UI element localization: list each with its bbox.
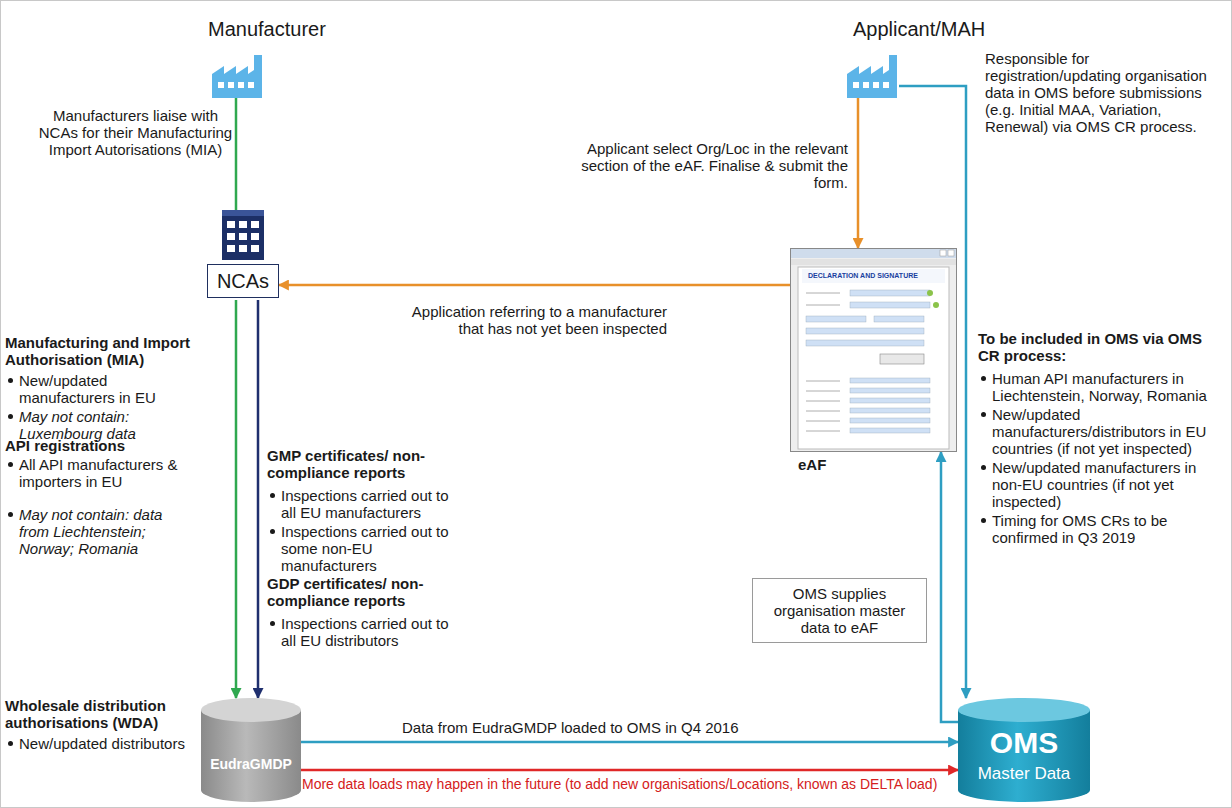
connector [235, 98, 238, 210]
database-cylinder: EudraGMDP [201, 698, 301, 802]
bullet-dot [8, 378, 13, 383]
bullet-item: Inspections carried out to some non-EU m… [267, 523, 452, 574]
bullet-dot [8, 414, 13, 419]
connector [301, 769, 958, 772]
heading: Manufacturer [208, 18, 326, 41]
section-heading: GMP certificates/ non-compliance reports [267, 447, 457, 481]
section-heading: API registrations [5, 437, 200, 454]
manufacturer-icon-shape [210, 52, 264, 98]
bullet-item: Timing for OMS CRs to be confirmed in Q3… [978, 512, 1218, 546]
form-heading: DECLARATION AND SIGNATURE [808, 272, 948, 280]
note-text: Responsible for registration/updating or… [985, 50, 1210, 135]
note-box: OMS supplies organisation master data to… [752, 578, 927, 643]
connector [941, 452, 958, 722]
section-heading: Wholesale distribution authorisations (W… [5, 697, 200, 731]
connector-label: Data from EudraGMDP loaded to OMS in Q4 … [402, 719, 782, 736]
bullet-item: May not contain: data from Liechtenstein… [5, 506, 195, 557]
connector-label: More data loads may happen in the future… [302, 776, 954, 792]
note-text: OMS supplies organisation master data to… [761, 585, 918, 636]
bullet-item: New/updated manufacturers in EU [5, 372, 200, 406]
connector [857, 98, 860, 248]
section-heading: GDP certificates/ non-compliance reports [267, 575, 457, 609]
connector [301, 741, 958, 744]
node-label: OMS [958, 726, 1090, 760]
applicant-icon: Applicant/MAH [845, 52, 899, 98]
nca-building: NCAs [207, 210, 279, 300]
connector [235, 300, 238, 698]
bullet-dot [270, 529, 275, 534]
node-label: EudraGMDP [201, 756, 301, 772]
note-text: Applicant select Org/Loc in the relevant… [560, 140, 848, 191]
bullet-dot [8, 512, 13, 517]
manufacturer-icon: Manufacturer [210, 52, 264, 98]
bullet-item: Inspections carried out to all EU manufa… [267, 487, 452, 521]
bullet-item: New/updated distributors [5, 735, 195, 752]
database-cylinder: OMS Master Data [958, 698, 1090, 802]
connector [279, 284, 790, 287]
bullet-dot [981, 412, 986, 417]
bullet-dot [981, 518, 986, 523]
applicant-icon-shape [845, 52, 899, 98]
section-heading: Manufacturing and Import Authorisation (… [5, 334, 205, 368]
bullet-item: New/updated manufacturers/distributors i… [978, 406, 1218, 457]
bullet-item: May not contain: Luxembourg data [5, 408, 200, 442]
bullet-dot [8, 462, 13, 467]
bullet-dot [981, 465, 986, 470]
section-heading: To be included in OMS via OMS CR process… [978, 330, 1223, 364]
bullet-item: New/updated manufacturers in non-EU coun… [978, 459, 1218, 510]
bullet-dot [270, 621, 275, 626]
connector-label: Application referring to a manufacturer … [405, 303, 667, 337]
connector [257, 300, 260, 698]
bullet-dot [8, 741, 13, 746]
bullet-dot [981, 376, 986, 381]
bullet-item: All API manufacturers & importers in EU [5, 456, 195, 490]
bullet-item: Inspections carried out to all EU distri… [267, 615, 452, 649]
node-label: eAF [798, 456, 826, 473]
node-label: NCAs [207, 264, 279, 298]
node-sublabel: Master Data [958, 764, 1090, 784]
note-text: Manufacturers liaise with NCAs for their… [38, 107, 233, 158]
bullet-dot [270, 493, 275, 498]
bullet-item: Human API manufacturers in Liechtenstein… [978, 370, 1218, 404]
database-cylinder-shape [201, 698, 301, 802]
heading: Applicant/MAH [853, 18, 985, 41]
